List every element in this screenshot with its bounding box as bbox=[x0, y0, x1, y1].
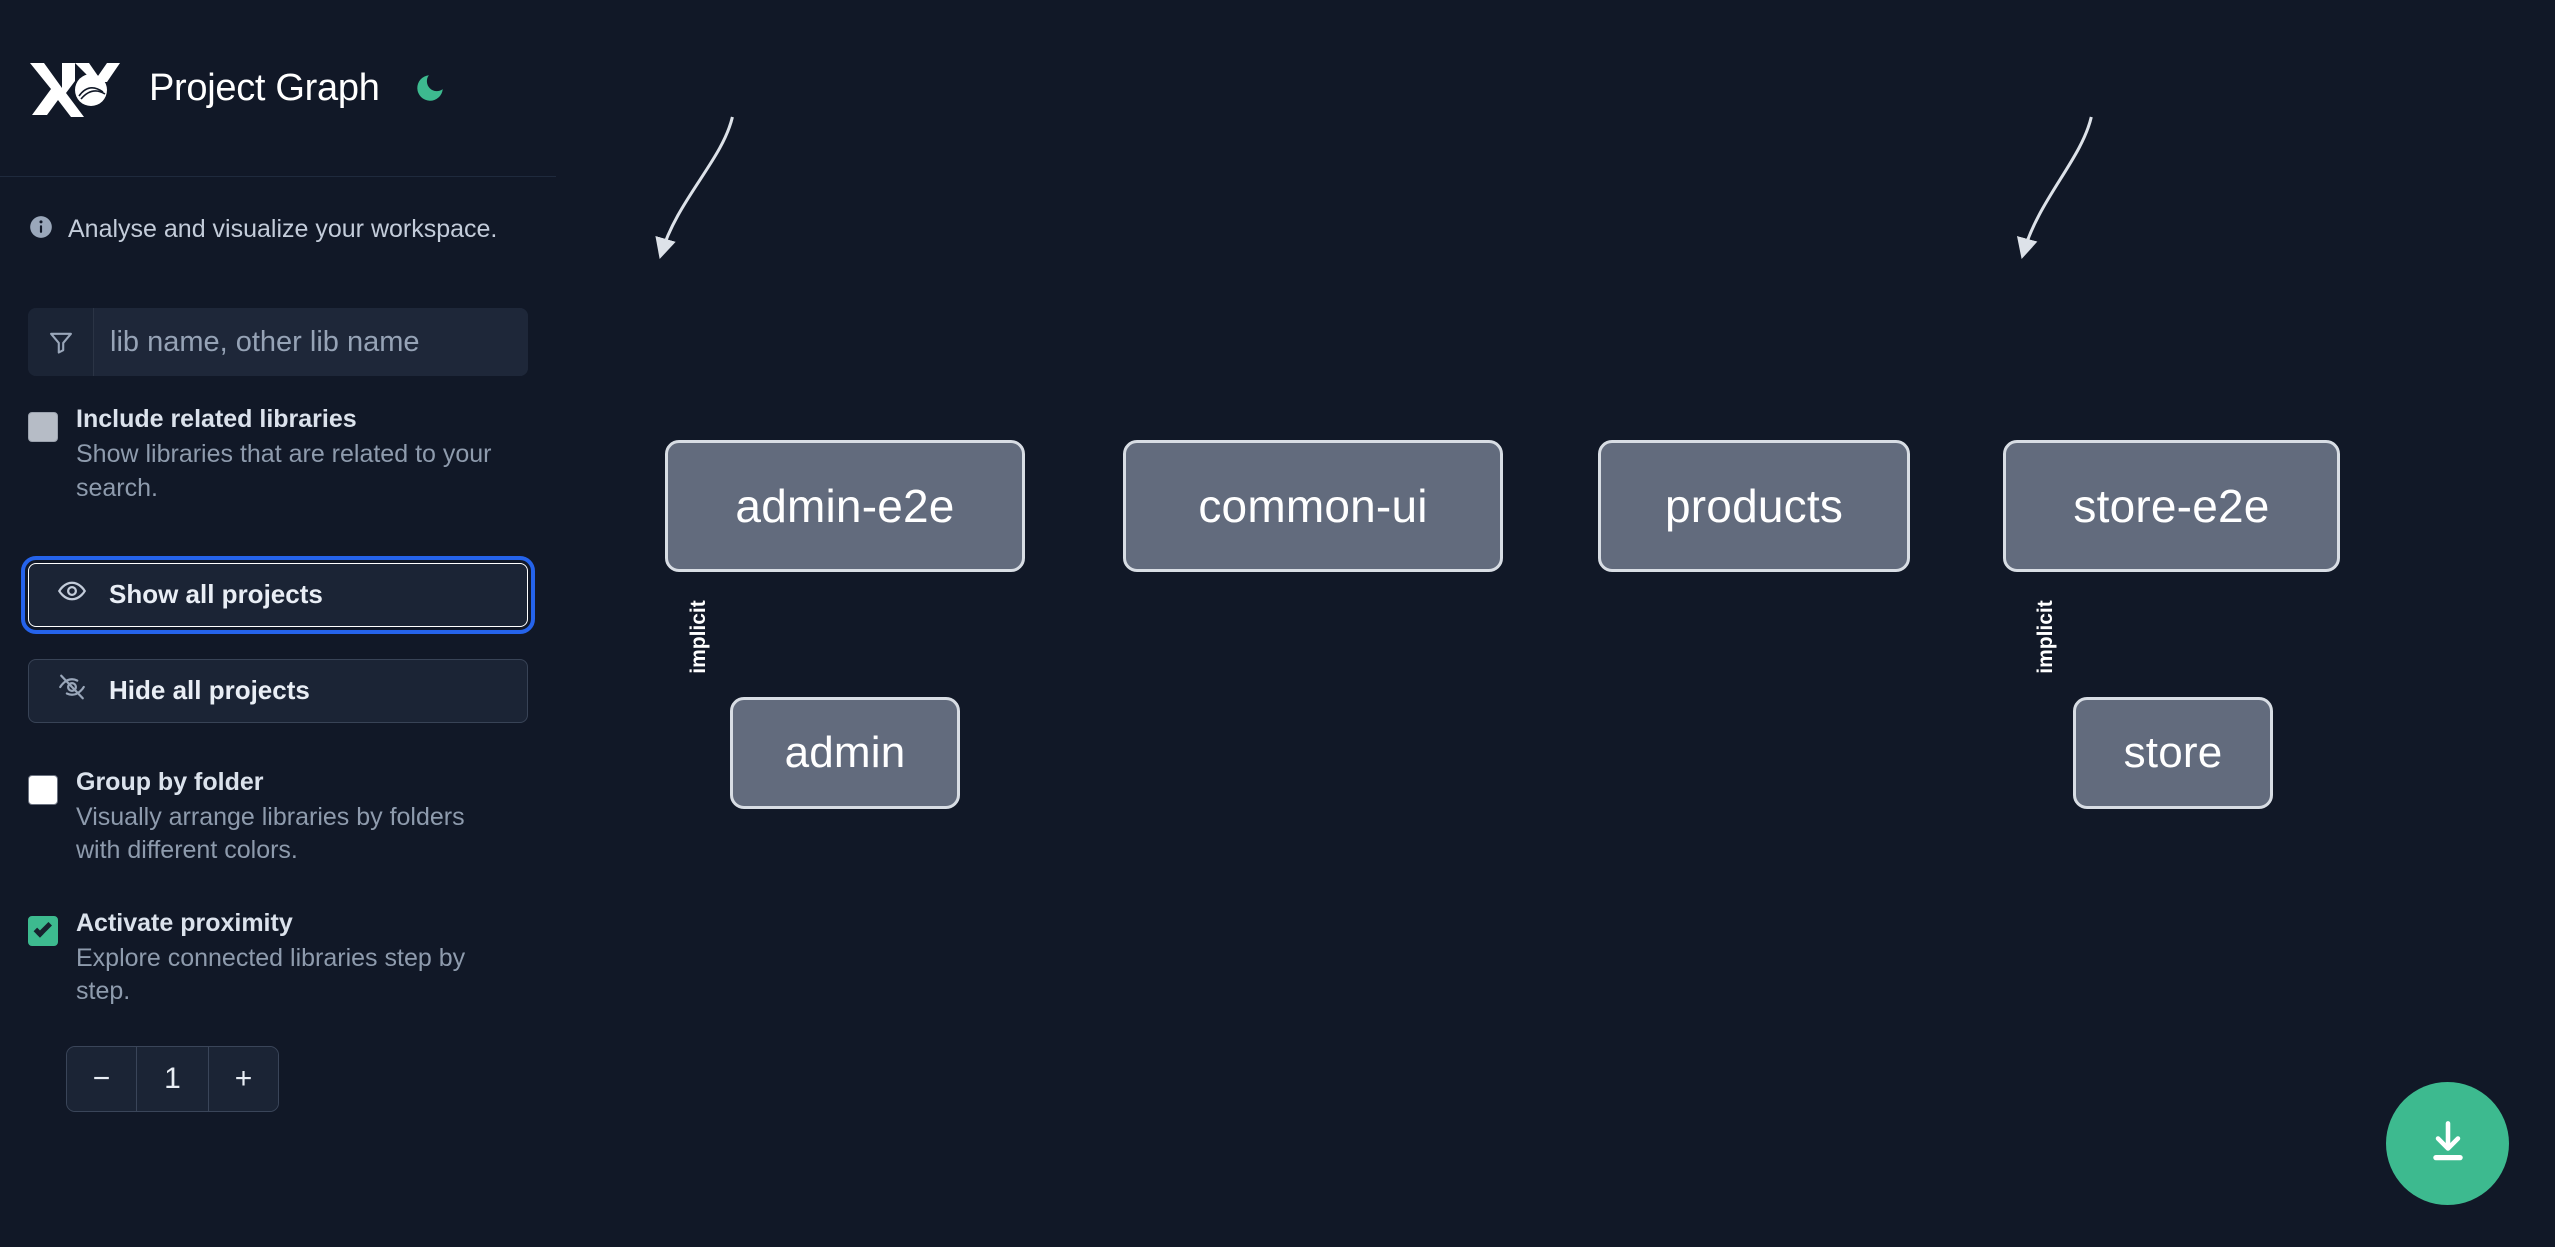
show-all-projects-label: Show all projects bbox=[109, 579, 323, 610]
proximity-stepper[interactable]: − 1 + bbox=[66, 1046, 279, 1113]
option-include-related-libraries[interactable]: Include related libraries Show libraries… bbox=[28, 406, 528, 505]
graph-canvas[interactable]: admin-e2e common-ui products store-e2e a… bbox=[556, 0, 2555, 1247]
moon-icon[interactable] bbox=[410, 68, 450, 108]
tagline-text: Analyse and visualize your workspace. bbox=[68, 215, 498, 243]
hide-all-projects-wrapper: Hide all projects bbox=[28, 658, 528, 723]
search-input-wrapper[interactable] bbox=[28, 308, 528, 376]
show-all-projects-button[interactable]: Show all projects bbox=[21, 555, 535, 634]
nx-logo-icon bbox=[28, 57, 122, 119]
option-description: Show libraries that are related to your … bbox=[76, 440, 492, 502]
show-all-projects-wrapper: Show all projects bbox=[21, 555, 535, 634]
graph-edge-label-store: implicit bbox=[2033, 600, 2057, 674]
info-icon bbox=[28, 214, 54, 245]
search-input[interactable] bbox=[94, 308, 528, 376]
checkbox-group-by-folder[interactable] bbox=[28, 774, 58, 805]
stepper-value[interactable]: 1 bbox=[136, 1047, 209, 1112]
graph-node-store-e2e[interactable]: store-e2e bbox=[2003, 440, 2340, 572]
checkbox-include-related-libraries[interactable] bbox=[28, 412, 58, 442]
sidebar-body: Analyse and visualize your workspace. In… bbox=[0, 214, 556, 1113]
stepper-increment-button[interactable]: + bbox=[209, 1047, 278, 1112]
graph-node-products[interactable]: products bbox=[1598, 440, 1910, 572]
hide-all-projects-button[interactable]: Hide all projects bbox=[28, 658, 528, 723]
graph-node-common-ui[interactable]: common-ui bbox=[1123, 440, 1503, 572]
page-title: Project Graph bbox=[149, 66, 380, 109]
sidebar: Project Graph Analyse and visualize your… bbox=[0, 0, 556, 1247]
option-description: Visually arrange libraries by folders wi… bbox=[76, 803, 465, 865]
graph-edges bbox=[655, 116, 2093, 260]
option-description: Explore connected libraries step by step… bbox=[76, 943, 466, 1005]
graph-edge-label-admin: implicit bbox=[686, 600, 710, 674]
download-image-button[interactable] bbox=[2386, 1082, 2509, 1205]
option-group-by-folder[interactable]: Group by folder Visually arrange librari… bbox=[28, 769, 528, 868]
filter-row bbox=[28, 308, 528, 376]
option-label: Group by folder bbox=[76, 767, 264, 796]
eye-icon bbox=[57, 576, 87, 613]
stepper-decrement-button[interactable]: − bbox=[67, 1047, 136, 1112]
checkbox-activate-proximity[interactable] bbox=[28, 915, 58, 946]
hide-all-projects-label: Hide all projects bbox=[109, 675, 310, 706]
eye-off-icon bbox=[57, 672, 87, 709]
option-label: Activate proximity bbox=[76, 908, 293, 937]
graph-node-admin[interactable]: admin bbox=[730, 697, 960, 809]
filter-funnel-icon bbox=[28, 308, 94, 376]
option-label: Include related libraries bbox=[76, 405, 357, 433]
download-icon bbox=[2422, 1116, 2474, 1171]
graph-node-admin-e2e[interactable]: admin-e2e bbox=[665, 440, 1025, 572]
option-activate-proximity[interactable]: Activate proximity Explore connected lib… bbox=[28, 908, 528, 1009]
check-tick-icon bbox=[33, 919, 52, 938]
graph-node-store[interactable]: store bbox=[2073, 697, 2273, 809]
sidebar-header: Project Graph bbox=[0, 0, 556, 177]
tagline: Analyse and visualize your workspace. bbox=[28, 214, 528, 245]
